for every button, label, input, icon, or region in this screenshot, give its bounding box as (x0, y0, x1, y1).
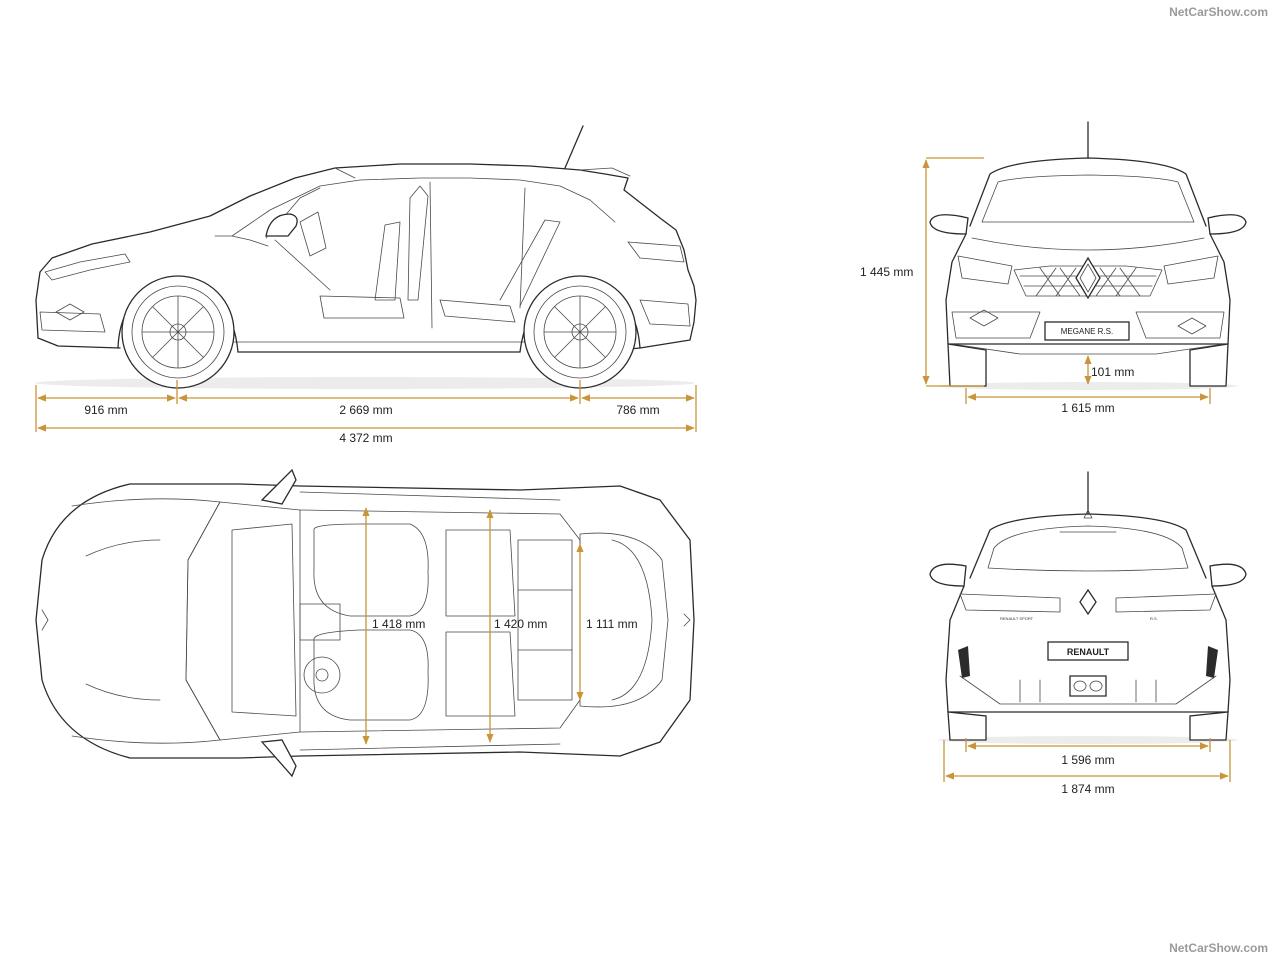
front-track-label: 1 615 mm (1061, 401, 1114, 415)
wheelbase-label: 2 669 mm (339, 403, 392, 417)
overall-height-label: 1 445 mm (860, 265, 913, 279)
overall-length-label: 4 372 mm (339, 431, 392, 445)
ground-clearance-label: 101 mm (1091, 365, 1134, 379)
rear-view-dimensions: 1 596 mm 1 874 mm (943, 738, 1231, 796)
front-plate-label: MEGANE R.S. (1061, 327, 1113, 336)
front-view-dimensions: 1 445 mm 101 mm 1 615 mm (860, 157, 1211, 415)
renault-sport-badge: RENAULT SPORT (1000, 616, 1034, 621)
top-view-car (35, 468, 695, 778)
trunk-width-label: 1 111 mm (586, 617, 638, 631)
watermark-bottom: NetCarShow.com (1169, 941, 1268, 955)
rear-overhang-label: 786 mm (616, 403, 659, 417)
overall-width-label: 1 874 mm (1061, 782, 1114, 796)
watermark-top: NetCarShow.com (1169, 5, 1268, 19)
rear-view-car: RENAULT SPORT R.S. RENAULT (929, 471, 1247, 744)
side-view-front-wheel (121, 275, 235, 389)
rear-track-label: 1 596 mm (1061, 753, 1114, 767)
side-view-dimensions: 916 mm 2 669 mm 786 mm 4 372 mm (35, 380, 697, 445)
front-overhang-label: 916 mm (84, 403, 127, 417)
rs-badge: R.S. (1150, 616, 1158, 621)
rear-plate-label: RENAULT (1067, 647, 1110, 657)
front-view-car: MEGANE R.S. (929, 121, 1247, 390)
front-shoulder-width-label: 1 418 mm (372, 617, 425, 631)
top-view-dimensions: 1 418 mm 1 420 mm 1 111 mm (362, 507, 638, 745)
side-view-rear-wheel (523, 275, 637, 389)
rear-shoulder-width-label: 1 420 mm (494, 617, 547, 631)
